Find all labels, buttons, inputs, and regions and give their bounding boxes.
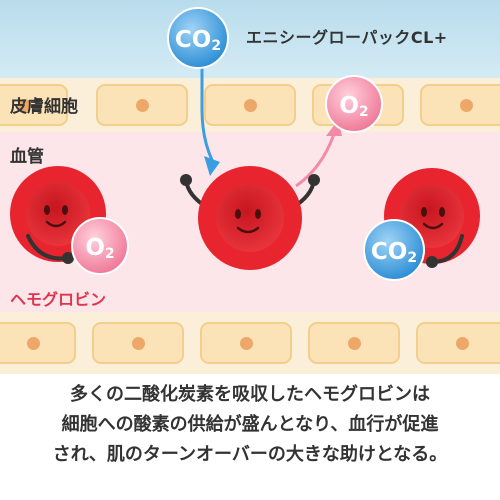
skin-cell [204,84,296,126]
blood-vessel-label: 血管 [10,147,44,167]
diagram-illustration: CO2 O2 O2 CO2 [10,7,480,281]
skin-cell [92,322,184,364]
skin-cell [420,84,500,126]
skin-cell-band [0,78,500,132]
svg-text:CO2: CO2 [175,27,221,54]
co2-bubble-top: CO2 [167,7,229,69]
skin-cells-label: 皮膚細胞 [10,97,78,117]
skin-cell [308,322,400,364]
svg-text:O2: O2 [339,93,368,120]
product-label: エニシーグローパックCL+ [246,28,448,47]
o2-arrow [295,120,342,188]
co2-arrow [200,66,220,176]
caption-line-1: 多くの二酸化炭素を吸収したヘモグロビンは [70,384,430,405]
hemoglobin-label: ヘモグロビン [10,290,107,309]
o2-bubble-top: O2 [325,75,383,133]
skin-cell [416,322,500,364]
skin-cell [0,84,68,126]
air-band [0,0,500,78]
lower-skin-cell-band [0,312,500,374]
skin-cell [96,84,188,126]
skin-cell [200,322,292,364]
skin-cell [0,322,76,364]
co2-bubble-right: CO2 [363,219,425,281]
caption: 多くの二酸化炭素を吸収したヘモグロビンは 細胞への酸素の供給が盛んとなり、血行が… [0,380,500,470]
o2-bubble-left: O2 [71,217,129,275]
svg-text:CO2: CO2 [371,239,417,266]
svg-text:O2: O2 [85,235,114,262]
caption-line-2: 細胞への酸素の供給が盛んとなり、血行が促進 [61,414,439,435]
blood-cell-center [180,166,320,270]
caption-line-3: され、肌のターンオーバーの大きな助けとなる。 [52,444,448,465]
